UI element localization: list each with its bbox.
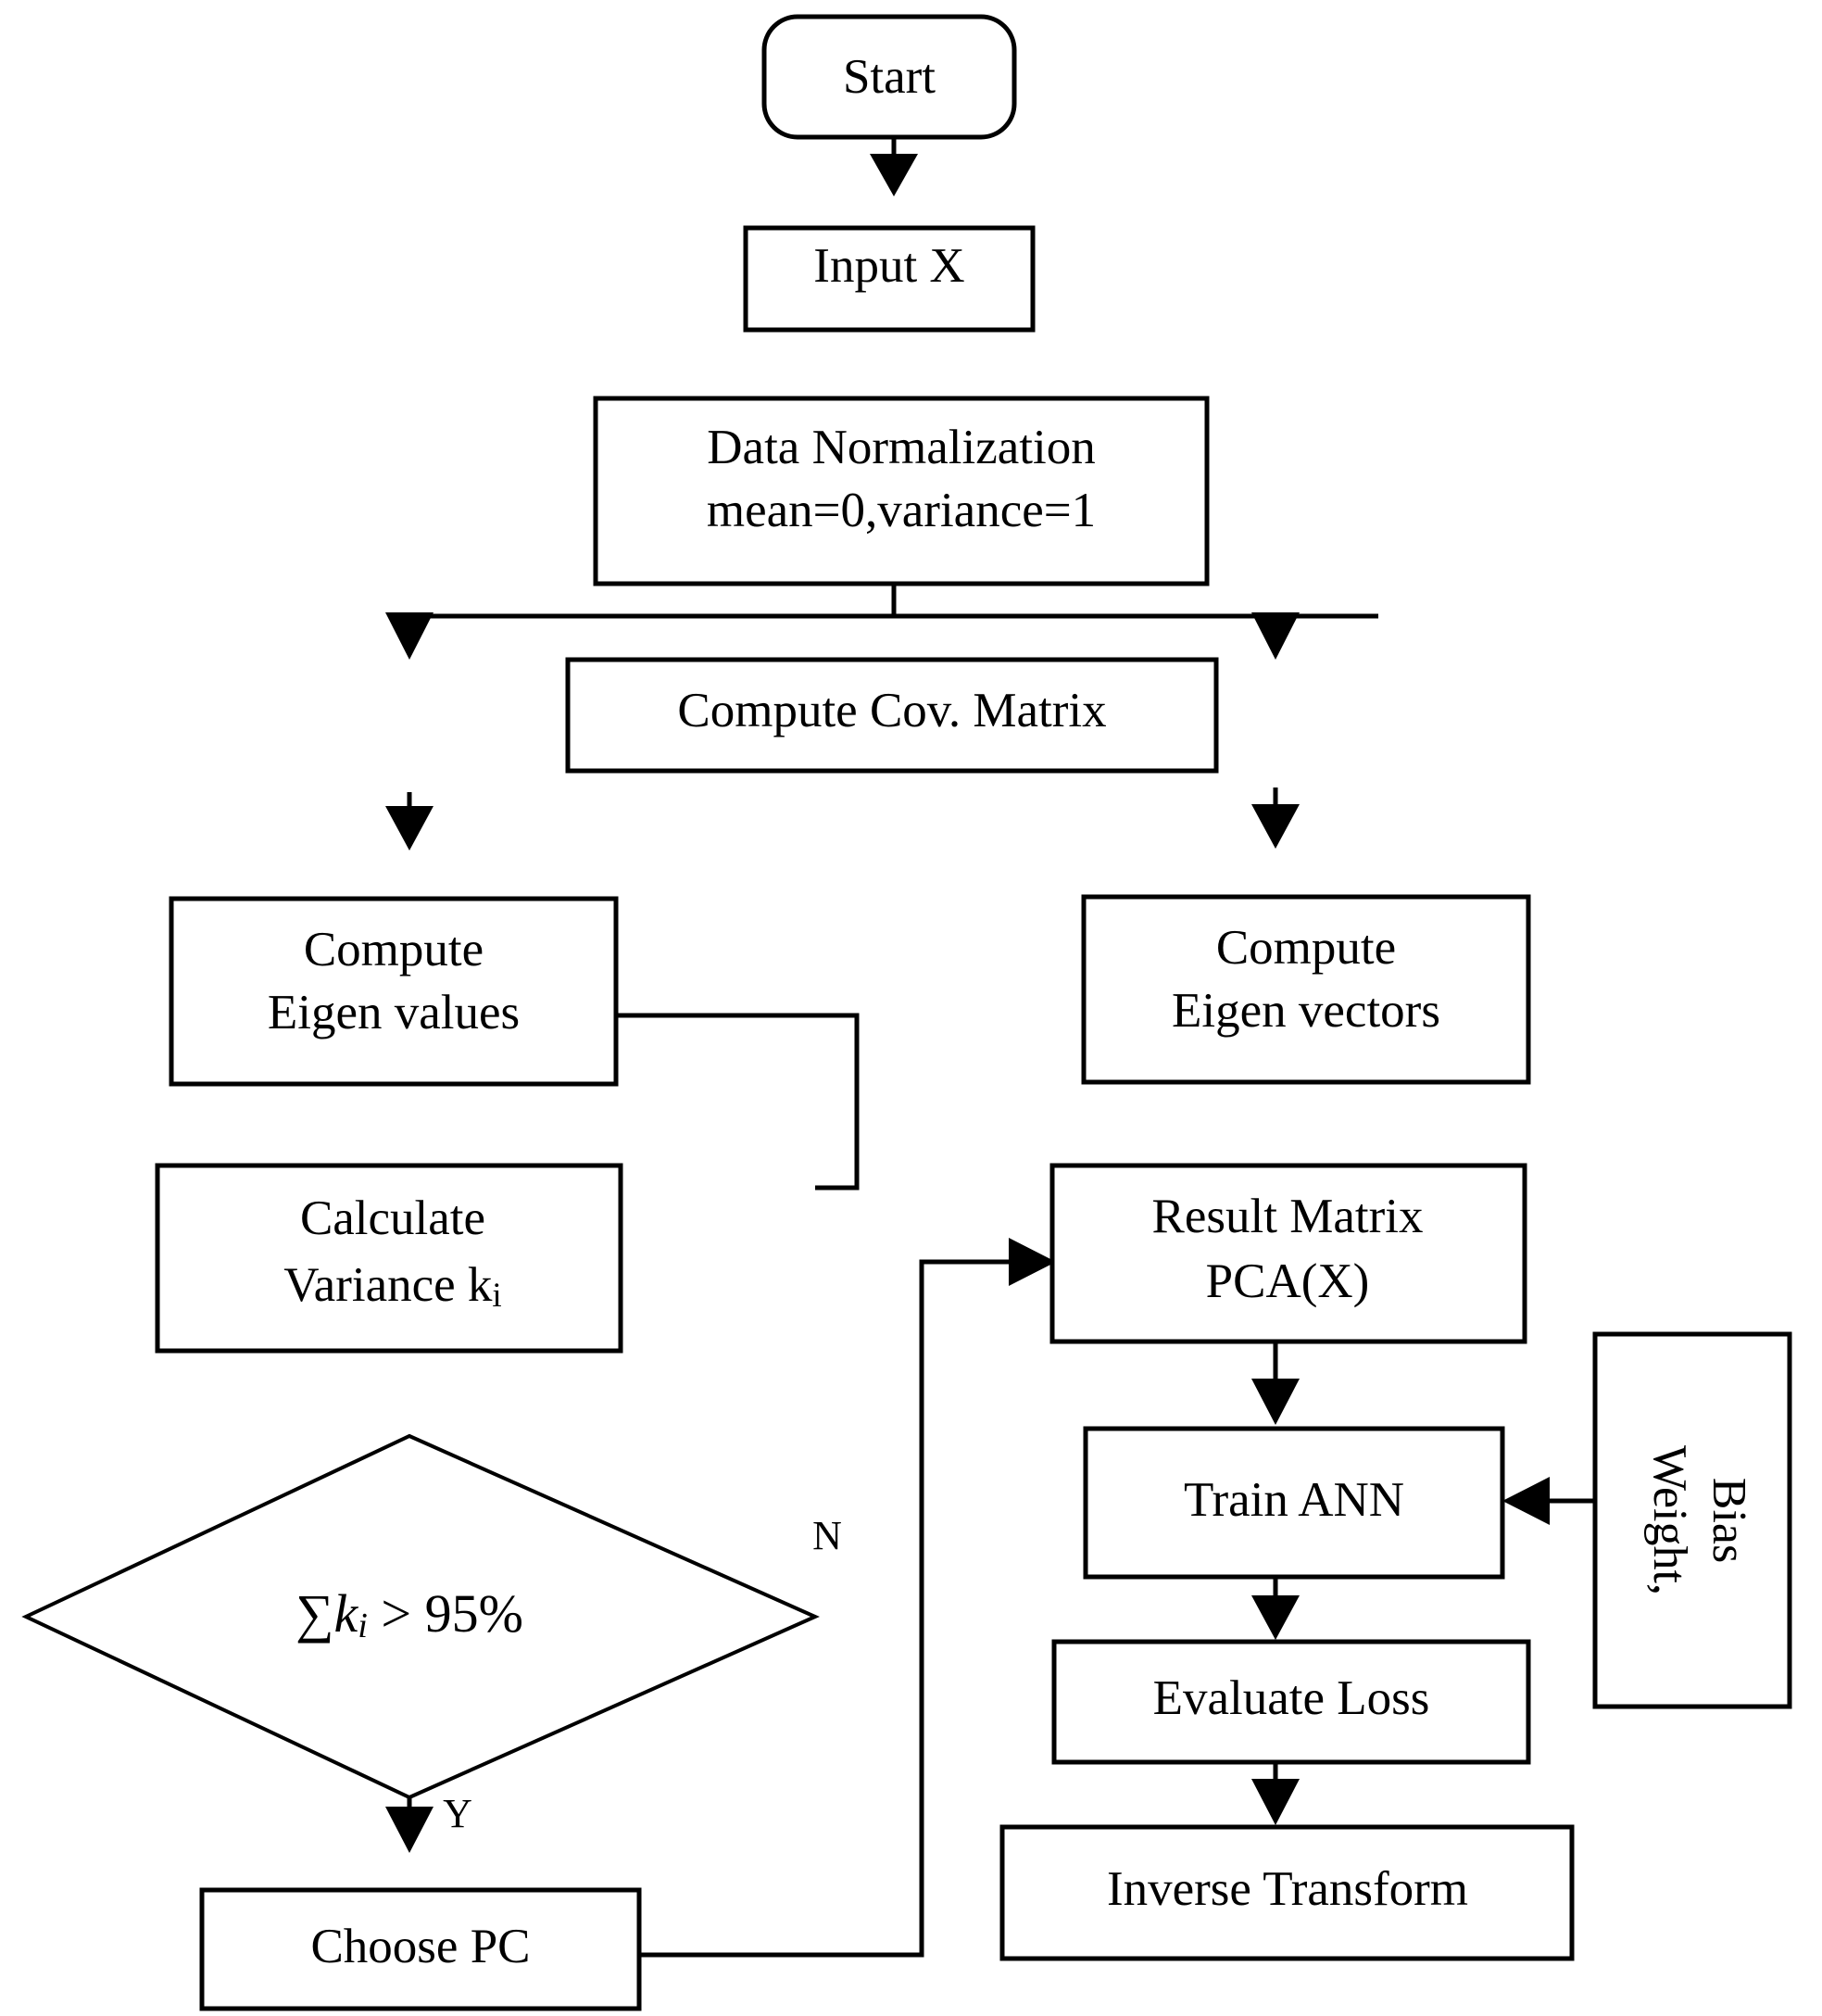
node-compute-eigen-values[interactable]: Compute Eigen values bbox=[169, 896, 619, 1087]
node-start-label: Start bbox=[843, 50, 936, 104]
node-train-ann-label: Train ANN bbox=[1184, 1473, 1404, 1527]
node-input-x[interactable]: Input X bbox=[743, 225, 1036, 333]
node-compute-eigen-vectors-line1: Compute bbox=[1216, 921, 1396, 975]
node-inverse-transform-label: Inverse Transform bbox=[1107, 1862, 1468, 1916]
edge-eigenvalues-to-variance bbox=[385, 792, 434, 850]
edge-weightbias-to-train bbox=[1502, 1477, 1593, 1525]
node-start[interactable]: Start bbox=[761, 14, 1017, 140]
edge-train-to-evaluate bbox=[1251, 1577, 1300, 1640]
node-result-matrix-line1: Result Matrix bbox=[1152, 1190, 1424, 1243]
node-compute-cov-matrix[interactable]: Compute Cov. Matrix bbox=[565, 657, 1219, 774]
node-decision-variance-threshold[interactable]: ∑ki > 95% bbox=[21, 1433, 820, 1800]
edge-evaluate-to-inverse bbox=[1251, 1762, 1300, 1825]
variance-subscript: i bbox=[492, 1277, 501, 1315]
decision-variable: k bbox=[333, 1583, 358, 1644]
edge-label-no: N bbox=[812, 1513, 842, 1558]
node-train-ann[interactable]: Train ANN bbox=[1083, 1426, 1505, 1580]
edge-eigenvectors-to-result bbox=[1251, 788, 1300, 849]
node-evaluate-loss-label: Evaluate Loss bbox=[1153, 1671, 1430, 1725]
node-input-x-label: Input X bbox=[813, 239, 964, 293]
node-calculate-variance-line2: Variance ki bbox=[283, 1258, 501, 1315]
node-data-normalization-line1: Data Normalization bbox=[707, 421, 1095, 474]
variance-text: Variance k bbox=[283, 1258, 493, 1312]
node-compute-eigen-values-line1: Compute bbox=[304, 923, 484, 976]
node-compute-cov-matrix-label: Compute Cov. Matrix bbox=[677, 684, 1106, 737]
node-compute-eigen-values-line2: Eigen values bbox=[268, 986, 520, 1040]
decision-subscript: i bbox=[358, 1606, 368, 1645]
edge-bus-to-eigen-vectors bbox=[1251, 612, 1300, 660]
node-decision-label: ∑ki > 95% bbox=[295, 1583, 523, 1645]
node-evaluate-loss[interactable]: Evaluate Loss bbox=[1051, 1639, 1531, 1765]
decision-operator: > bbox=[368, 1583, 425, 1644]
node-choose-pc-label: Choose PC bbox=[310, 1920, 530, 1973]
edge-label-yes: Y bbox=[443, 1791, 472, 1836]
node-weight-bias-line2: Bias bbox=[1703, 1478, 1755, 1563]
edge-choosepc-to-result bbox=[639, 1238, 1056, 1958]
node-result-matrix[interactable]: Result Matrix PCA(X) bbox=[1049, 1163, 1527, 1344]
decision-threshold: 95% bbox=[425, 1583, 523, 1644]
edge-result-to-train bbox=[1251, 1341, 1300, 1425]
node-inverse-transform[interactable]: Inverse Transform bbox=[999, 1824, 1575, 1961]
node-weight-bias[interactable]: Weight, Bias bbox=[1592, 1331, 1792, 1709]
node-calculate-variance-line1: Calculate bbox=[300, 1191, 485, 1245]
node-data-normalization[interactable]: Data Normalization mean=0,variance=1 bbox=[593, 396, 1210, 586]
edge-start-to-input bbox=[870, 137, 918, 196]
node-choose-pc[interactable]: Choose PC bbox=[199, 1887, 642, 2011]
node-calculate-variance[interactable]: Calculate Variance ki bbox=[155, 1163, 623, 1354]
sum-symbol: ∑ bbox=[295, 1583, 333, 1644]
node-weight-bias-line1: Weight, bbox=[1643, 1445, 1696, 1595]
node-data-normalization-line2: mean=0,variance=1 bbox=[707, 484, 1096, 537]
node-compute-eigen-vectors[interactable]: Compute Eigen vectors bbox=[1081, 894, 1531, 1085]
node-compute-eigen-vectors-line2: Eigen vectors bbox=[1172, 984, 1440, 1038]
node-result-matrix-line2: PCA(X) bbox=[1206, 1254, 1370, 1308]
edge-bus-to-eigen-values bbox=[385, 612, 434, 660]
